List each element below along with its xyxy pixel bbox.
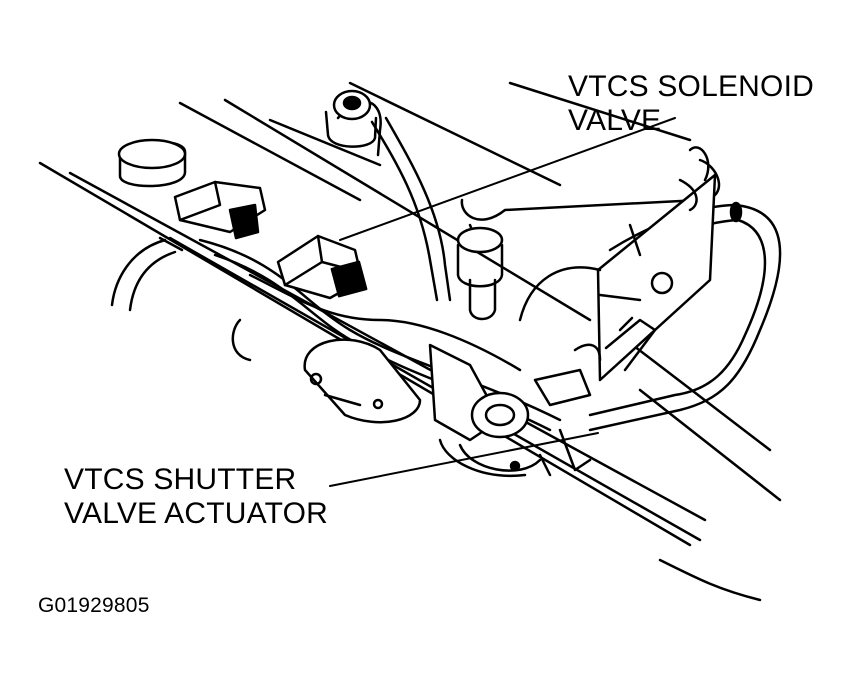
solenoid-callout: VTCS SOLENOID VALVE [568,70,814,138]
vtcs-solenoid-valve [276,234,368,300]
left-hose [110,236,184,312]
solenoid-callout-line1: VTCS SOLENOID [568,70,814,103]
reservoir-cap [117,138,187,188]
mount-bracket [596,173,717,382]
center-fitting [456,198,702,321]
vtcs-shutter-valve-actuator [303,338,602,478]
shutter-callout-line1: VTCS SHUTTER [64,463,297,496]
solenoid-callout-line2: VALVE [568,104,662,137]
vacuum-pipe [324,89,452,302]
upper-connector [173,180,267,240]
shutter-callout-line2: VALVE ACTUATOR [64,497,328,530]
shutter-callout: VTCS SHUTTER VALVE ACTUATOR [64,463,328,531]
solenoid-leader-line [339,117,676,241]
lower-duct [231,266,762,602]
engine-edge [678,146,721,212]
figure-code: G01929805 [38,594,150,617]
shutter-leader-line [329,432,599,487]
